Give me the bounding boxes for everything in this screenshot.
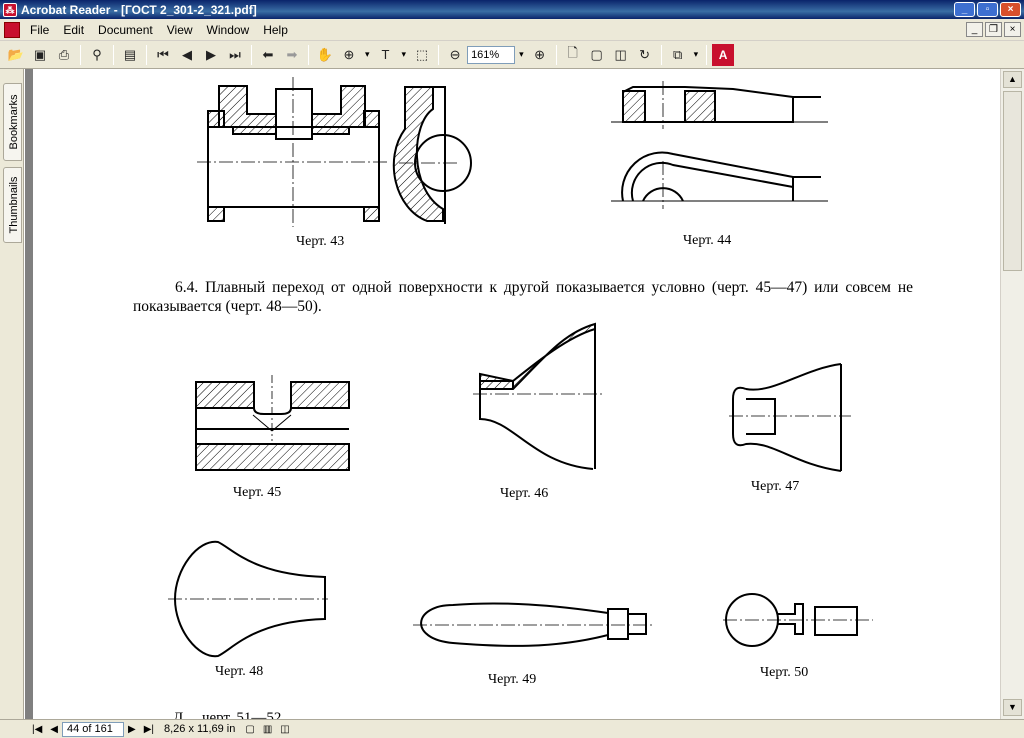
continuous-icon[interactable]: ▥ [262, 723, 273, 735]
separator [555, 44, 557, 65]
separator [251, 44, 252, 65]
caption-48: Черт. 48 [215, 664, 264, 679]
previous-page-icon[interactable]: ◀ [182, 46, 192, 62]
drawing-48 [168, 540, 328, 658]
drawing-43 [197, 77, 472, 227]
chevron-down-icon[interactable]: ▾ [693, 49, 699, 59]
toolbar: 📂 ▣ ⎙ ⚲ ▤ ⏮ ◀ ▶ ⏭ ⬅ ➡ ✋ ⊕ ▾ T ▾ ⬚ ⊖ 161%… [0, 41, 1024, 69]
doc-minimize-button[interactable]: _ [966, 22, 983, 37]
doc-restore-button[interactable]: ❐ [985, 22, 1002, 37]
text-select-icon[interactable]: T [381, 47, 390, 62]
separator [706, 44, 708, 65]
next-page-icon[interactable]: ▶ [128, 723, 136, 735]
scroll-up-icon[interactable]: ▲ [1003, 71, 1022, 88]
single-page-icon[interactable]: ▢ [245, 723, 255, 735]
adobe-logo-icon[interactable]: A [712, 43, 735, 66]
zoom-out-icon[interactable]: ⊖ [449, 46, 461, 62]
document-area[interactable]: Черт. 43 Черт. 44 6.4. Плавный переход о… [25, 69, 1000, 719]
zoom-input[interactable]: 161% [467, 45, 516, 64]
previous-page-icon[interactable]: ◀ [50, 723, 58, 735]
fit-width-icon[interactable]: ◫ [614, 46, 627, 62]
menu-edit[interactable]: Edit [63, 22, 85, 37]
cut-off-text-line: Д ... черт. 51—52 [173, 711, 282, 719]
acrobat-icon: ⁂ [3, 2, 17, 17]
caption-49: Черт. 49 [488, 672, 537, 687]
drawing-45 [195, 375, 350, 471]
zoom-dropdown-icon[interactable]: ▾ [519, 49, 524, 59]
menu-file[interactable]: File [30, 22, 50, 37]
next-page-icon[interactable]: ▶ [206, 46, 216, 62]
caption-47: Черт. 47 [751, 479, 800, 494]
separator [80, 44, 81, 65]
separator [146, 44, 147, 65]
document-icon [4, 21, 20, 38]
snapshot-icon[interactable]: ⬚ [415, 46, 429, 62]
open-icon[interactable]: 📂 [7, 46, 25, 62]
tab-thumbnails[interactable]: Thumbnails [3, 167, 22, 243]
drawing-44 [611, 81, 828, 209]
menu-document[interactable]: Document [98, 22, 153, 37]
drawing-47 [729, 363, 851, 472]
drawing-49 [413, 602, 653, 647]
separator [438, 44, 440, 65]
separator [113, 44, 114, 65]
rotate-icon[interactable]: ↻ [639, 46, 651, 62]
print-icon[interactable]: ⎙ [58, 46, 70, 62]
chevron-down-icon[interactable]: ▾ [401, 49, 407, 59]
page-size: 8,26 x 11,69 in [164, 723, 236, 735]
caption-43: Черт. 43 [296, 234, 345, 249]
last-page-icon[interactable]: ▶| [143, 723, 154, 735]
drawing-50 [723, 593, 873, 647]
facing-icon[interactable]: ◫ [280, 723, 290, 735]
minimize-button[interactable]: _ [954, 2, 975, 17]
first-page-icon[interactable]: ⏮ [157, 46, 169, 62]
maximize-button[interactable]: ▫ [977, 2, 998, 17]
drawing-46 [473, 322, 603, 470]
zoom-tool-icon[interactable]: ⊕ [343, 46, 355, 62]
doc-close-button[interactable]: × [1004, 22, 1021, 37]
first-page-icon[interactable]: |◀ [32, 723, 43, 735]
caption-44: Черт. 44 [683, 233, 732, 248]
vertical-scrollbar[interactable]: ▲ ▼ [1000, 69, 1024, 719]
go-forward-icon[interactable]: ➡ [286, 46, 298, 62]
save-icon[interactable]: ▣ [33, 46, 47, 62]
menu-help[interactable]: Help [263, 22, 288, 37]
caption-46: Черт. 46 [500, 486, 549, 501]
separator [308, 44, 309, 65]
window-title: Acrobat Reader - [ГОСТ 2_301-2_321.pdf] [21, 2, 257, 17]
scroll-thumb[interactable] [1003, 91, 1022, 271]
separator [660, 44, 662, 65]
status-bar: |◀ ◀ 44 of 161 ▶ ▶| 8,26 x 11,69 in ▢ ▥ … [0, 719, 1024, 738]
zoom-in-icon[interactable]: ⊕ [534, 46, 546, 62]
caption-50: Черт. 50 [760, 665, 809, 680]
caption-45: Черт. 45 [233, 485, 282, 500]
menu-bar: File Edit Document View Window Help _ ❐ … [0, 19, 1024, 41]
go-back-icon[interactable]: ⬅ [262, 46, 274, 62]
close-button[interactable]: × [1000, 2, 1021, 17]
chevron-down-icon[interactable]: ▾ [365, 49, 370, 59]
pdf-page: Черт. 43 Черт. 44 6.4. Плавный переход о… [33, 69, 1000, 719]
navigation-pane: Bookmarks Thumbnails [0, 69, 24, 719]
paragraph: 6.4. Плавный переход от одной поверхност… [133, 279, 913, 315]
find-icon[interactable]: ⚲ [92, 46, 102, 62]
fit-page-icon[interactable]: ▢ [590, 46, 603, 62]
hand-tool-icon[interactable]: ✋ [316, 46, 334, 62]
tab-thumbnails-label: Thumbnails [8, 176, 20, 234]
pages-icon[interactable]: ⧉ [672, 46, 683, 62]
menu-view[interactable]: View [166, 22, 193, 37]
page-number-input[interactable]: 44 of 161 [62, 721, 124, 737]
tab-bookmarks-label: Bookmarks [8, 94, 20, 150]
last-page-icon[interactable]: ⏭ [229, 46, 241, 62]
title-bar: ⁂ Acrobat Reader - [ГОСТ 2_301-2_321.pdf… [0, 0, 1024, 19]
scroll-down-icon[interactable]: ▼ [1003, 699, 1022, 716]
show-navigation-icon[interactable]: ▤ [123, 46, 137, 62]
menu-window[interactable]: Window [206, 22, 250, 37]
technical-drawings [168, 77, 873, 658]
tab-bookmarks[interactable]: Bookmarks [3, 83, 22, 161]
actual-size-icon[interactable]: 🗋 [567, 44, 578, 60]
